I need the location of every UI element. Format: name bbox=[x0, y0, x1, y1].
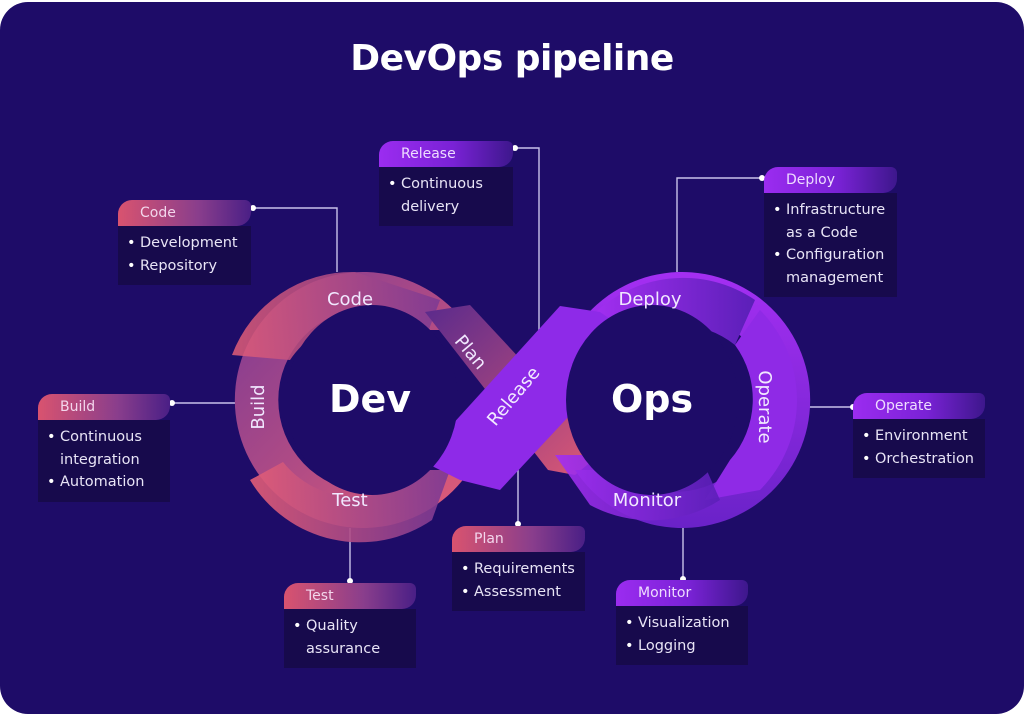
card-monitor-item: Logging bbox=[624, 635, 740, 658]
card-code-item: Repository bbox=[126, 255, 243, 278]
card-test-title: Test bbox=[284, 583, 416, 609]
page-title: DevOps pipeline bbox=[350, 38, 674, 79]
card-deploy-item: as a Code bbox=[786, 224, 858, 241]
segment-code-label: Code bbox=[327, 289, 373, 310]
card-build: Build Continuous integration Automation bbox=[38, 394, 170, 502]
card-code-title: Code bbox=[118, 200, 251, 226]
segment-test-band bbox=[250, 462, 450, 543]
card-monitor-title: Monitor bbox=[616, 580, 748, 606]
connector-dots bbox=[169, 145, 856, 584]
card-deploy: Deploy Infrastructure as a Code Configur… bbox=[764, 167, 897, 297]
ops-center bbox=[566, 305, 738, 495]
card-plan-title: Plan bbox=[452, 526, 585, 552]
card-operate-title: Operate bbox=[853, 393, 985, 419]
card-deploy-item: Infrastructure bbox=[772, 199, 889, 222]
card-release-title: Release bbox=[379, 141, 513, 167]
segment-deploy-label: Deploy bbox=[618, 289, 681, 310]
card-operate-item: Orchestration bbox=[861, 448, 977, 471]
dot-code bbox=[250, 205, 256, 211]
card-build-item: integration bbox=[60, 451, 140, 468]
dev-center bbox=[286, 305, 458, 495]
card-operate: Operate Environment Orchestration bbox=[853, 393, 985, 478]
card-release-item: delivery bbox=[401, 198, 460, 215]
card-test: Test Quality assurance bbox=[284, 583, 416, 668]
card-monitor: Monitor Visualization Logging bbox=[616, 580, 748, 665]
card-release: Release Continuous delivery bbox=[379, 141, 513, 226]
dev-label: Dev bbox=[329, 377, 411, 421]
dot-release bbox=[512, 145, 518, 151]
card-deploy-item: management bbox=[786, 269, 884, 286]
card-release-item: Continuous bbox=[387, 173, 505, 196]
card-plan-item: Requirements bbox=[460, 558, 577, 581]
ops-label: Ops bbox=[611, 377, 693, 421]
card-test-item: assurance bbox=[306, 640, 381, 657]
segment-monitor-label: Monitor bbox=[613, 490, 682, 511]
connector-code bbox=[253, 207, 338, 272]
connector-deploy bbox=[676, 177, 762, 272]
card-deploy-title: Deploy bbox=[764, 167, 897, 193]
segment-operate-band bbox=[705, 310, 797, 500]
card-plan: Plan Requirements Assessment bbox=[452, 526, 585, 611]
card-plan-item: Assessment bbox=[460, 581, 577, 604]
card-build-title: Build bbox=[38, 394, 170, 420]
card-build-item: Automation bbox=[46, 471, 162, 494]
segment-test-label: Test bbox=[331, 490, 367, 511]
dot-plan bbox=[515, 521, 521, 527]
dot-test bbox=[347, 578, 353, 584]
card-code: Code Development Repository bbox=[118, 200, 251, 285]
segment-build-label: Build bbox=[248, 384, 269, 429]
card-operate-item: Environment bbox=[861, 425, 977, 448]
card-test-item: Quality bbox=[292, 615, 408, 638]
card-code-item: Development bbox=[126, 232, 243, 255]
card-monitor-item: Visualization bbox=[624, 612, 740, 635]
card-deploy-item: Configuration bbox=[772, 244, 889, 267]
connector-release bbox=[515, 147, 540, 330]
card-build-item: Continuous bbox=[46, 426, 162, 449]
dot-build bbox=[169, 400, 175, 406]
dot-deploy bbox=[759, 175, 765, 181]
segment-operate-label: Operate bbox=[754, 370, 775, 443]
